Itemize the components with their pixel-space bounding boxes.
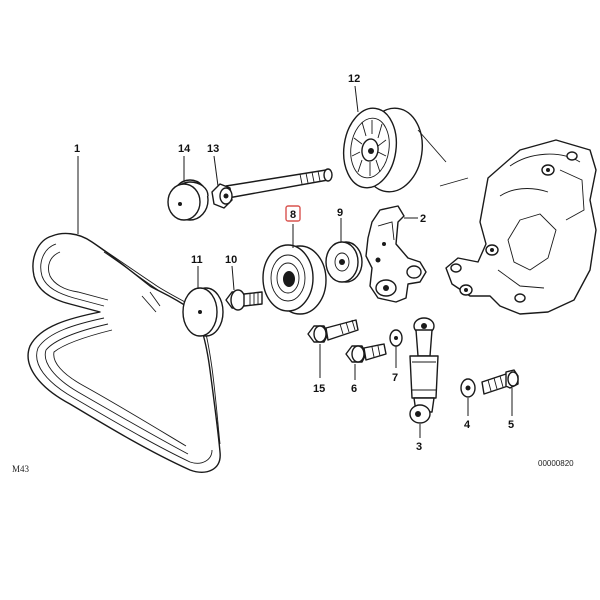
- callout-5: 5: [508, 419, 514, 431]
- washer-7[interactable]: [389, 329, 403, 347]
- leader-lines: [77, 85, 513, 438]
- bolt-5[interactable]: [481, 369, 519, 395]
- cover-disc[interactable]: [182, 287, 224, 337]
- bolt-15[interactable]: [307, 319, 359, 343]
- callout-14: 14: [178, 143, 191, 155]
- pulley-cap[interactable]: [167, 179, 209, 221]
- callout-3: 3: [416, 441, 422, 453]
- drawing-number: 00000820: [538, 459, 574, 468]
- callout-11: 11: [191, 254, 203, 266]
- callout-7: 7: [392, 372, 398, 384]
- spacer-washer[interactable]: [325, 241, 363, 283]
- engine-bracket: [445, 139, 597, 315]
- callout-12: 12: [348, 73, 360, 85]
- long-bolt[interactable]: [211, 168, 333, 209]
- hydraulic-damper[interactable]: [409, 317, 439, 424]
- callout-1: 1: [74, 143, 80, 155]
- washer-4[interactable]: [460, 378, 476, 398]
- callout-2: 2: [420, 213, 426, 225]
- callout-9: 9: [337, 207, 343, 219]
- callout-10: 10: [225, 254, 237, 266]
- bolt-6[interactable]: [345, 343, 387, 363]
- callout-15: 15: [313, 383, 325, 395]
- callout-13: 13: [207, 143, 219, 155]
- tensioner-arm[interactable]: [365, 205, 427, 303]
- drive-belt[interactable]: [27, 232, 221, 473]
- callout-8-highlight: [285, 205, 301, 222]
- callout-4: 4: [464, 419, 471, 431]
- idler-pulley[interactable]: [262, 244, 327, 315]
- short-bolt[interactable]: [225, 289, 263, 311]
- figure-code: M43: [12, 464, 30, 474]
- callout-8[interactable]: 8: [290, 209, 296, 221]
- pulley-large[interactable]: [339, 104, 469, 196]
- callout-6: 6: [351, 383, 357, 395]
